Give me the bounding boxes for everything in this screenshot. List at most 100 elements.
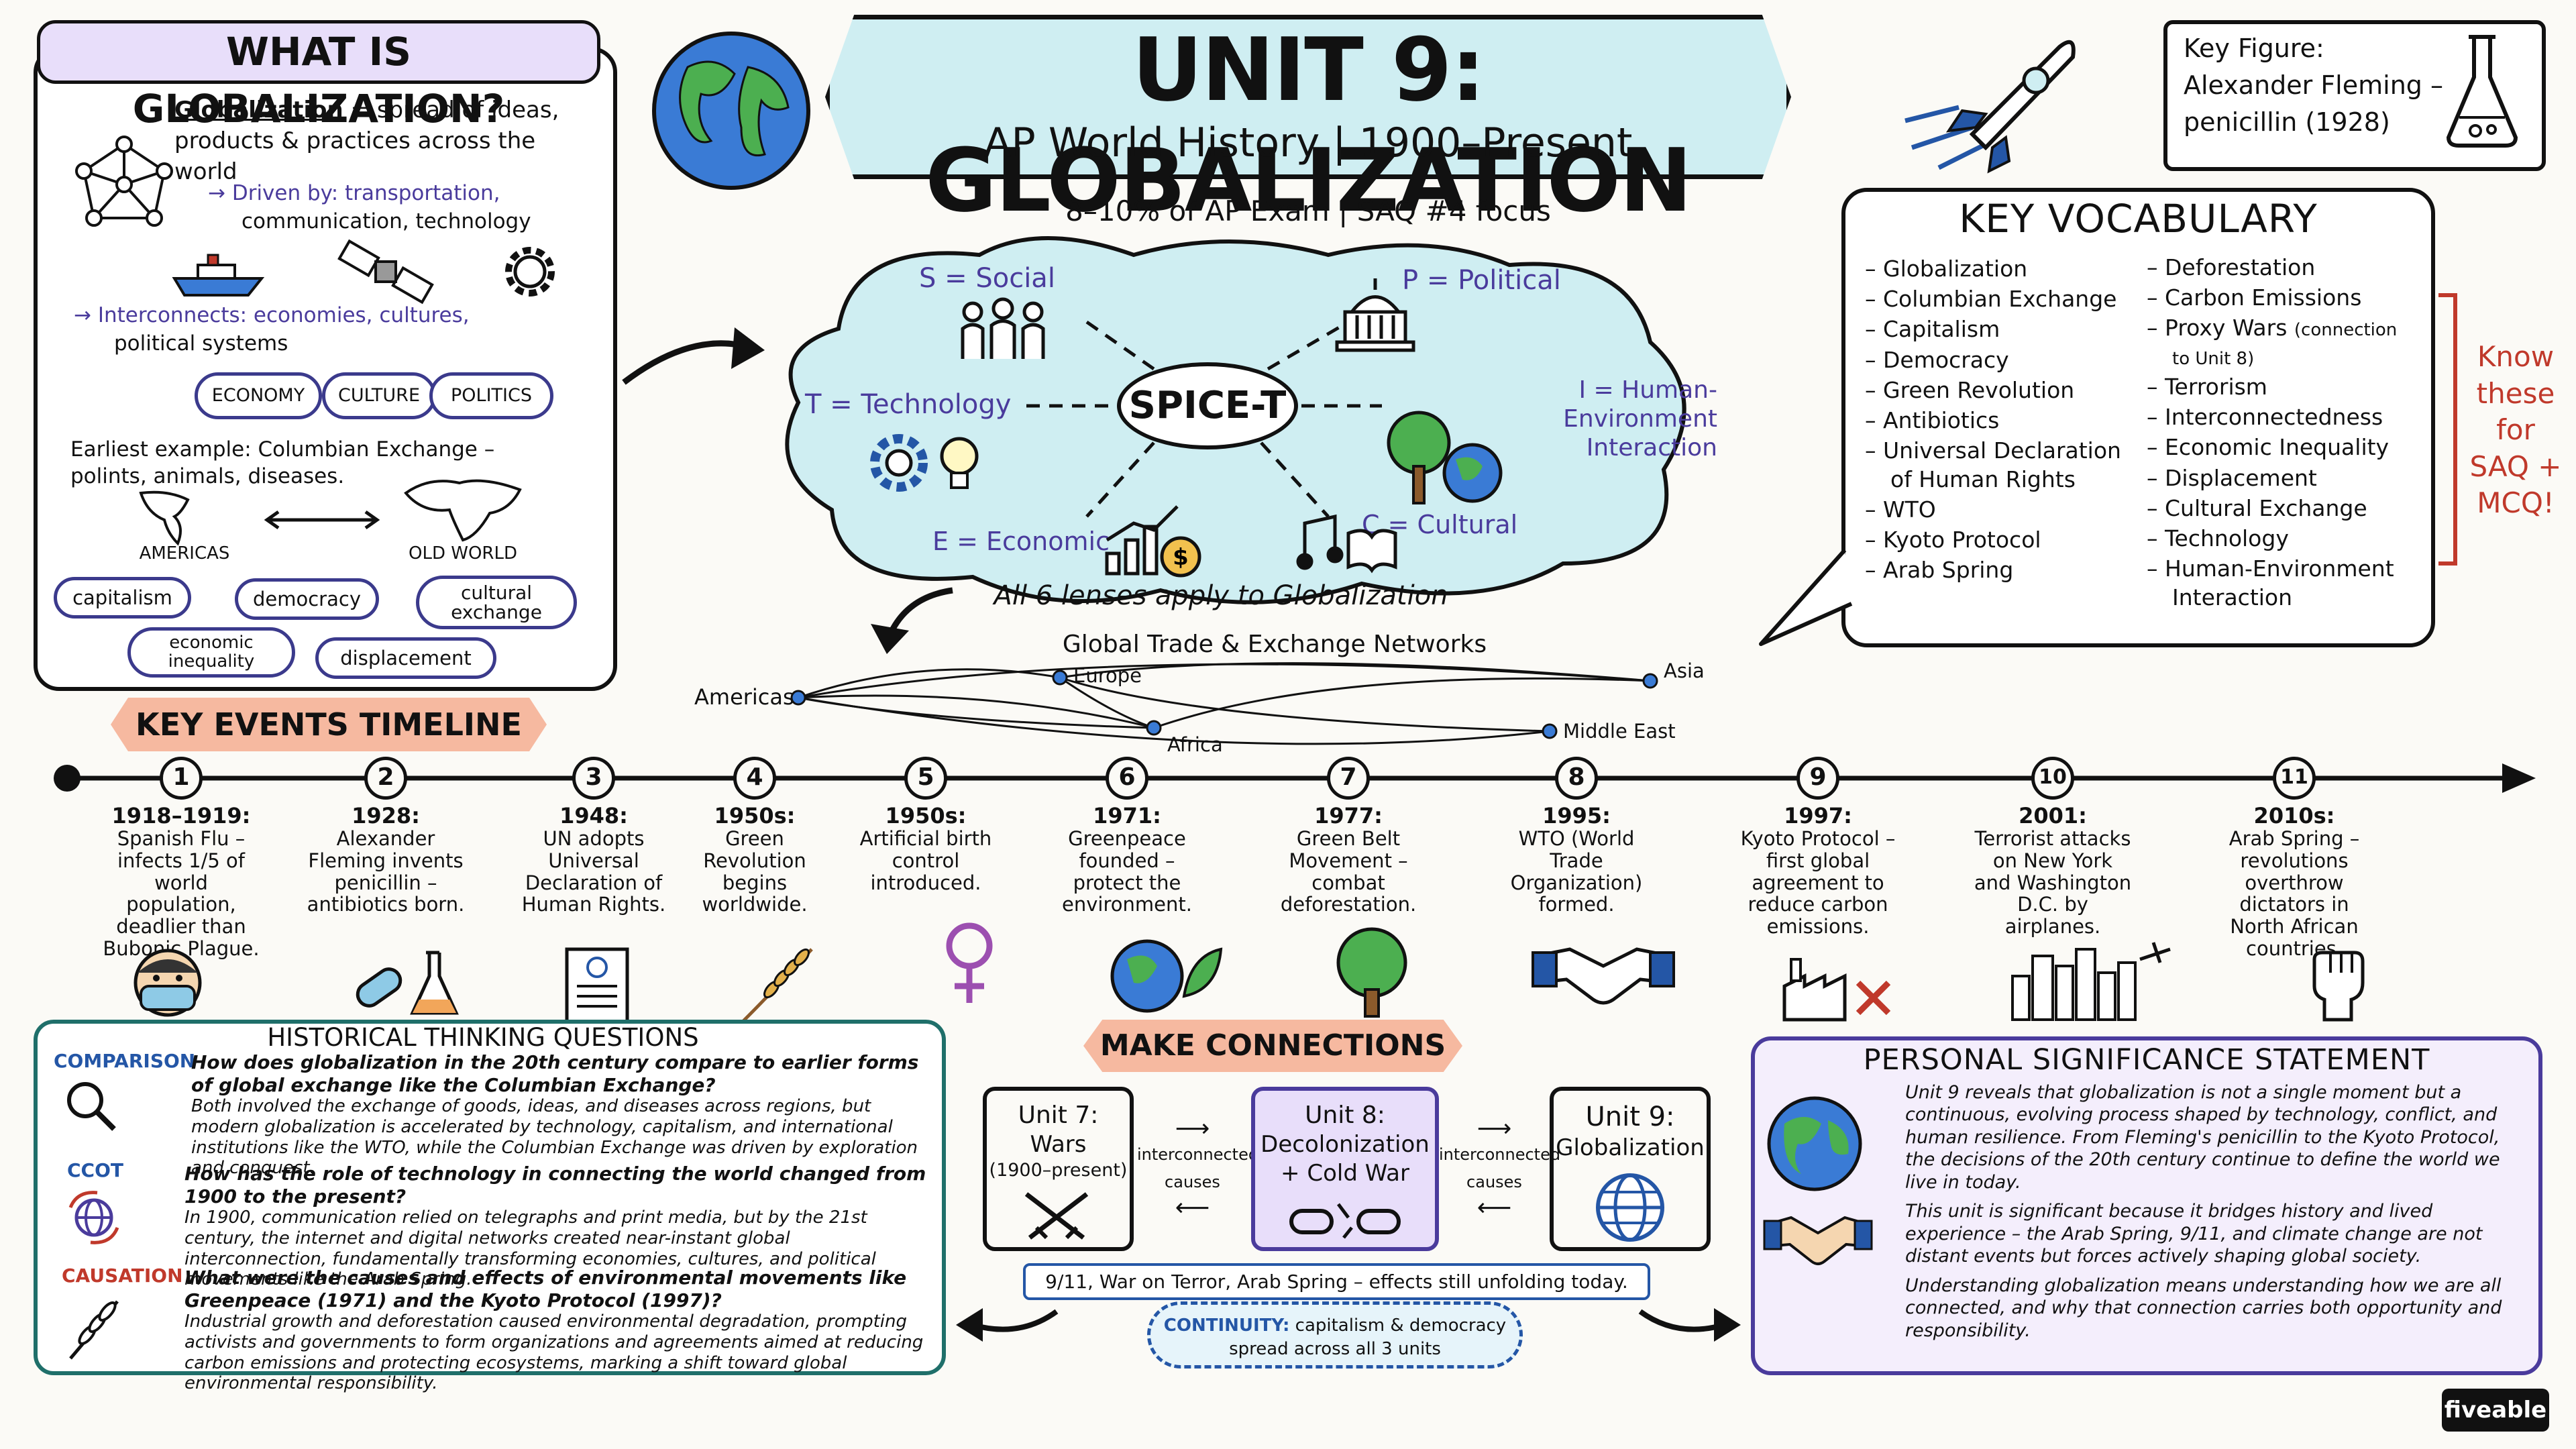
link1-label: interconnected (1137, 1145, 1259, 1164)
unit8-title: Unit 8: (1305, 1102, 1385, 1129)
timeline-number: 1 (160, 757, 203, 800)
arrow-to-htq-icon (956, 1308, 1059, 1342)
timeline-event: 1928:Alexander Fleming invents penicilli… (305, 804, 466, 916)
vocab-item: – Cultural Exchange (2147, 494, 2367, 521)
raised-fist-icon (2312, 951, 2365, 1022)
spice-center-label: SPICE-T (1128, 384, 1287, 427)
key-figure-text: Key Figure: Alexander Fleming – penicill… (2184, 30, 2452, 141)
trade-node-europe: Europe (1073, 664, 1142, 687)
timeline-event-date: 2010s: (2253, 803, 2335, 828)
arrow-cloud-down-icon (871, 587, 953, 654)
vocab-speech-tail (1759, 549, 1861, 646)
side-note-line: MCQ! (2477, 486, 2555, 520)
htq-label-ccot: CCOT (67, 1159, 123, 1181)
spice-human-env-line1: I = Human-Environment (1563, 376, 1717, 433)
driven-by-text: → Driven by: transportation, communicati… (208, 180, 610, 236)
vocab-right-list: – Deforestation – Carbon Emissions – Pro… (2147, 254, 2422, 614)
what-is-title-banner: WHAT IS GLOBALIZATION? (37, 20, 600, 131)
trade-node-asia: Asia (1664, 659, 1705, 682)
timeline-number: 8 (1555, 757, 1598, 800)
connections-title-banner: MAKE CONNECTIONS (1083, 1020, 1462, 1072)
htq-label-comparison: COMPARISON (54, 1050, 196, 1072)
link1-text: ⟶ interconnected causes ⟵ (1137, 1115, 1259, 1222)
timeline-event-text: Green Belt Movement – combat deforestati… (1280, 827, 1417, 916)
timeline-event: 1948:UN adopts Universal Declaration of … (513, 804, 674, 916)
link2-label: causes (1466, 1172, 1522, 1191)
brand-logo: fiveable (2442, 1389, 2549, 1432)
definition-text: = spread of ideas, (343, 97, 559, 123)
spice-political-label: P = Political (1402, 265, 1561, 296)
link2-arrow-right: ⟶ (1477, 1115, 1512, 1142)
vocab-item: – Economic Inequality (2147, 434, 2390, 461)
spice-economic-label: E = Economic (932, 527, 1110, 556)
tree-globe-icon (1387, 411, 1503, 504)
side-note-line: for (2496, 413, 2535, 447)
satellite-icon (337, 239, 434, 305)
globalization-definition: Globalization = spread of ideas, product… (174, 95, 604, 188)
trade-node-africa: Africa (1167, 733, 1223, 756)
timeline-event-date: 1948: (559, 803, 628, 828)
timeline-event-date: 2001: (2019, 803, 2087, 828)
timeline-event-date: 1971: (1093, 803, 1161, 828)
flask-icon (2446, 35, 2518, 148)
spice-footer: All 6 lenses apply to Globalization (994, 580, 1448, 611)
htq-label-causation: CAUSATION (62, 1265, 183, 1287)
timeline-event: 2010s:Arab Spring – revolutions overthro… (2214, 804, 2375, 960)
exchange-arrow-icon (264, 510, 380, 530)
spice-social-label: S = Social (919, 263, 1055, 294)
tag-cultural-exchange: cultural exchange (416, 576, 577, 629)
personal-text: Unit 9 reveals that globalization is not… (1905, 1081, 2522, 1342)
key-figure-label: Key Figure: (2184, 34, 2324, 63)
link1-label: causes (1165, 1172, 1220, 1191)
timeline-event-text: Kyoto Protocol – first global agreement … (1740, 827, 1896, 938)
old-world-label: OLD WORLD (409, 543, 517, 564)
timeline-event-date: 1995: (1542, 803, 1611, 828)
personal-p1: Unit 9 reveals that globalization is not… (1905, 1082, 2500, 1193)
link1-arrow-left: ⟵ (1175, 1193, 1210, 1222)
personal-p3: Understanding globalization means unders… (1905, 1275, 2502, 1341)
vocab-item: – Human-Environment Interaction (2147, 555, 2394, 610)
swords-icon (1024, 1192, 1089, 1240)
htq-answer: Both involved the exchange of goods, ide… (191, 1096, 918, 1179)
interconnects-text: → Interconnects: economies, cultures, po… (74, 302, 610, 358)
gear-bulb-icon (870, 434, 979, 492)
timeline-event-text: Arab Spring – revolutions overthrow dict… (2229, 827, 2360, 960)
timeline-number: 10 (2031, 757, 2074, 800)
htq-question: What were the causes and effects of envi… (184, 1267, 907, 1311)
htq-question: How does globalization in the 20th centu… (191, 1051, 919, 1096)
continuity-label: CONTINUITY: (1163, 1316, 1290, 1336)
tree-icon (1336, 927, 1407, 1018)
vocab-item: – Interconnectedness (2147, 404, 2383, 431)
americas-label: AMERICAS (139, 543, 230, 564)
tag-democracy: democracy (235, 578, 379, 620)
htq-title: HISTORICAL THINKING QUESTIONS (267, 1023, 699, 1052)
trade-network-lines (790, 662, 1658, 745)
earth-icon (1767, 1096, 1862, 1191)
timeline-event-text: UN adopts Universal Declaration of Human… (521, 827, 666, 916)
broken-chain-icon (1289, 1203, 1401, 1239)
personal-title: PERSONAL SIGNIFICANCE STATEMENT (1863, 1043, 2430, 1077)
link1-arrow-right: ⟶ (1175, 1115, 1210, 1142)
timeline-event-text: Green Revolution begins worldwide. (702, 827, 808, 916)
htq-answer: In 1900, communication relied on telegra… (184, 1208, 876, 1290)
vocab-item: – Kyoto Protocol (1865, 527, 2041, 553)
document-icon (565, 947, 629, 1025)
globe-cycle-icon (68, 1191, 119, 1244)
vocab-item: – Technology (2147, 525, 2289, 552)
driven-by-line2: communication, technology (241, 209, 531, 233)
htq-panel (34, 1020, 946, 1375)
trade-title: Global Trade & Exchange Networks (1062, 631, 1487, 658)
continuity-text2: spread across all 3 units (1229, 1339, 1441, 1360)
interconnects-line1: → Interconnects: economies, cultures, (74, 303, 470, 327)
page-subtitle: AP World History | 1900–Present (983, 119, 1633, 166)
side-note-line: Know (2477, 340, 2555, 373)
timeline-number: 4 (733, 757, 776, 800)
vocab-item: – Deforestation (2147, 254, 2316, 280)
htq-question: How has the role of technology in connec… (184, 1163, 926, 1208)
timeline-event-date: 1997: (1784, 803, 1852, 828)
link2-label: interconnected (1439, 1145, 1561, 1164)
tag-capitalism: capitalism (54, 577, 191, 619)
unit9-line: Globalization (1556, 1134, 1705, 1161)
timeline-title-banner: KEY EVENTS TIMELINE (111, 698, 547, 751)
masked-face-icon (133, 949, 202, 1017)
